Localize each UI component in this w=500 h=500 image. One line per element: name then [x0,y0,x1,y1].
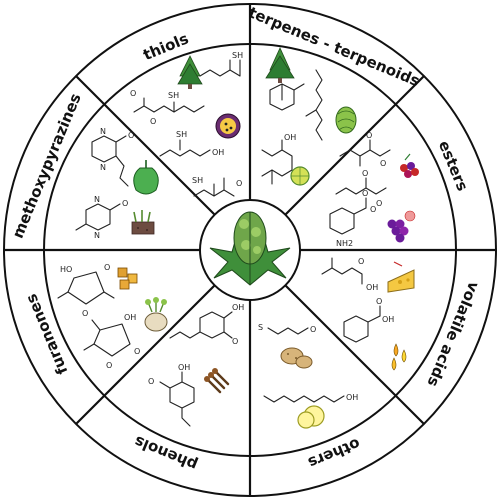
thiol-molecule-3: SH OH [159,130,224,157]
thiol-molecule-4: SH O [192,176,242,197]
terpene-molecule-myrcene [305,69,323,141]
svg-text:SH: SH [232,51,243,60]
hop-cone-icon [335,106,357,134]
acid-molecule-phenylacetic: O OH [343,297,394,343]
svg-text:NH2: NH2 [336,239,353,248]
svg-text:O: O [376,199,382,208]
potato-icon [280,347,313,369]
svg-text:O: O [130,89,136,98]
svg-text:OH: OH [366,283,378,292]
pyrazine-molecule-2: N N O [75,195,128,240]
berries-icon [400,153,419,178]
svg-text:OH: OH [232,303,244,312]
other-molecule-octanol: OH [263,393,358,403]
lime-slice-icon [290,166,310,186]
svg-text:O: O [134,347,140,356]
phenol-molecule-eugenol: OH O [169,303,244,346]
soil-sprout-icon [131,210,155,235]
svg-text:O: O [236,179,242,188]
svg-text:O: O [104,263,110,272]
svg-text:O: O [82,309,88,318]
svg-text:O: O [362,189,368,198]
ester-molecule-2: O O [335,169,387,208]
other-molecule-methional: S O [258,323,316,335]
svg-text:O: O [148,377,154,386]
svg-text:O: O [358,257,364,266]
terpene-molecule-linalool: OH [261,133,296,185]
ester-molecule-3-anthranilate: O O NH2 [329,189,376,248]
clove-icon [204,368,230,394]
svg-text:O: O [232,337,238,346]
furanone-molecule-2: OH O O [83,313,140,370]
svg-text:O: O [122,199,128,208]
svg-text:O: O [150,117,156,126]
terpene-molecule-pinene [269,83,305,111]
caramel-cubes-icon [117,267,138,290]
ester-molecule-1: O O [339,131,391,168]
svg-text:SH: SH [192,176,203,185]
cheese-icon [387,261,415,293]
svg-text:OH: OH [124,313,136,322]
svg-text:O: O [366,131,372,140]
cannabis-bud-icon [209,211,291,286]
apple-slice-icon [297,405,325,429]
pine-tree-icon [265,47,295,83]
bell-pepper-icon [133,160,159,195]
passion-fruit-icon [215,113,241,139]
furanone-molecule-1: HO O O [57,263,115,318]
svg-text:SH: SH [168,91,179,100]
svg-text:O: O [370,205,376,214]
svg-text:O: O [106,361,112,370]
sector-dividers [4,4,496,496]
svg-text:S: S [258,323,263,332]
svg-text:O: O [128,131,134,140]
svg-text:OH: OH [346,393,358,402]
acid-molecule-isovaleric: OH O [321,257,378,292]
svg-text:N: N [94,195,100,204]
grapes-icon [387,210,416,243]
pine-tree-icon [177,55,203,89]
celeriac-icon [144,297,168,332]
pyrazine-molecule-isobutyl: N N O [91,127,134,187]
svg-text:O: O [380,159,386,168]
thiol-molecule-1: SH [199,51,243,77]
svg-text:N: N [100,163,106,172]
svg-text:OH: OH [178,363,190,372]
svg-text:OH: OH [212,148,224,157]
sweat-drops-icon [391,343,407,371]
svg-text:O: O [376,297,382,306]
svg-text:O: O [310,325,316,334]
svg-text:SH: SH [176,130,187,139]
phenol-molecule-vinylguaiacol: OH O [148,363,195,427]
thiol-molecule-2: O O SH [130,89,205,126]
svg-text:OH: OH [382,315,394,324]
svg-text:N: N [94,231,100,240]
svg-text:O: O [362,169,368,178]
svg-text:N: N [100,127,106,136]
svg-text:HO: HO [60,265,72,274]
svg-text:OH: OH [284,133,296,142]
